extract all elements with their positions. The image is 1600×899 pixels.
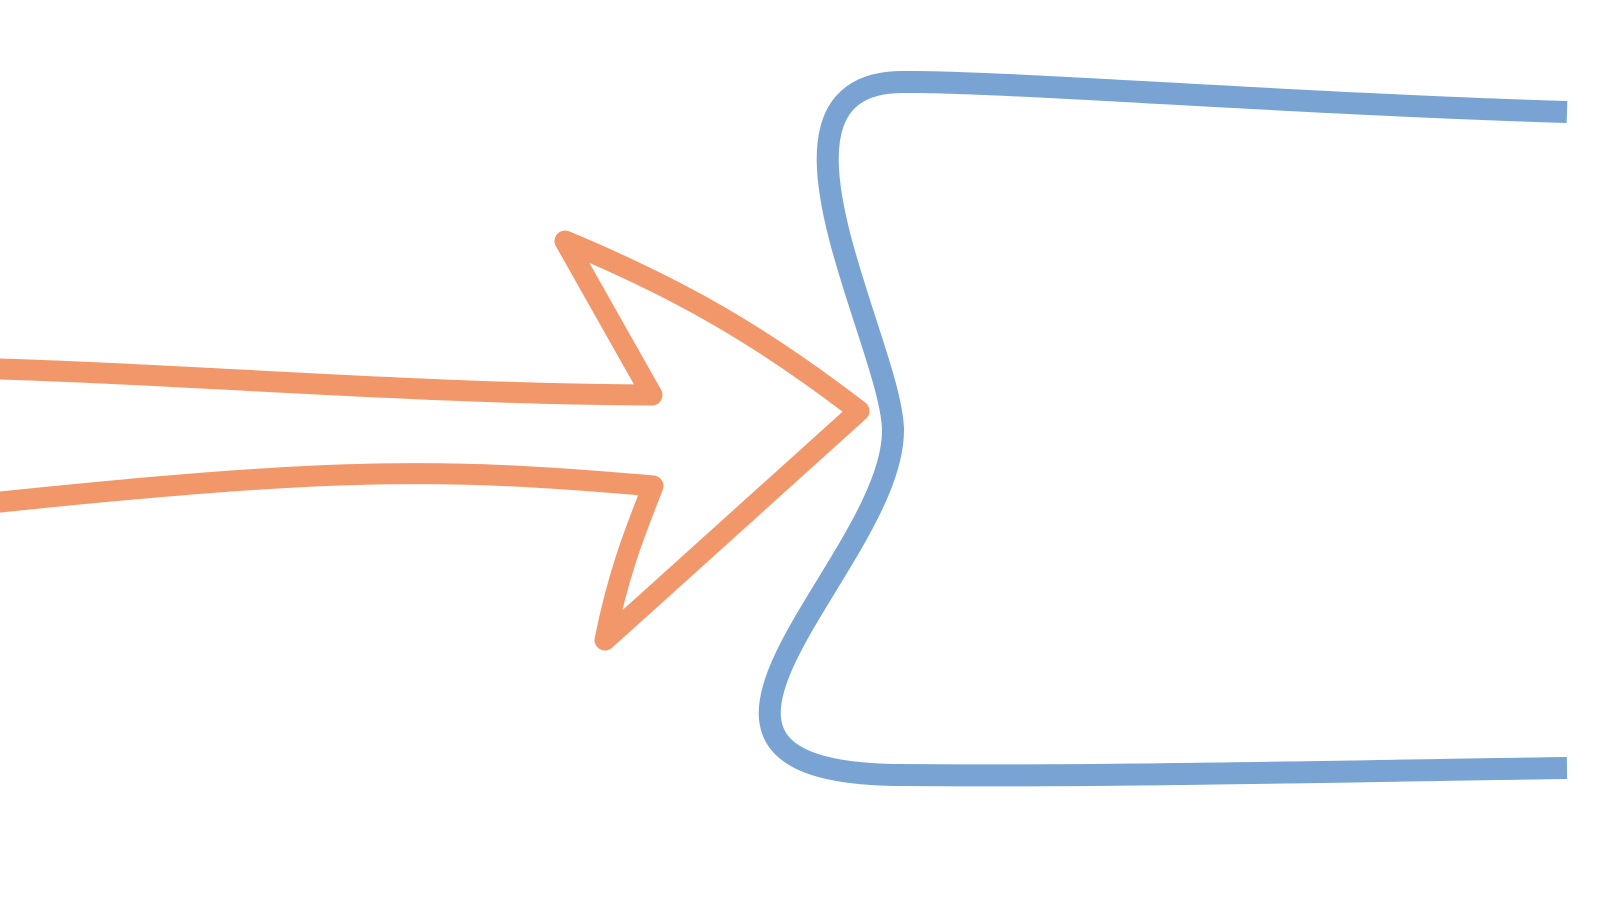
right-arrow-icon (0, 230, 870, 651)
wavy-boundary-shape (758, 70, 1568, 787)
